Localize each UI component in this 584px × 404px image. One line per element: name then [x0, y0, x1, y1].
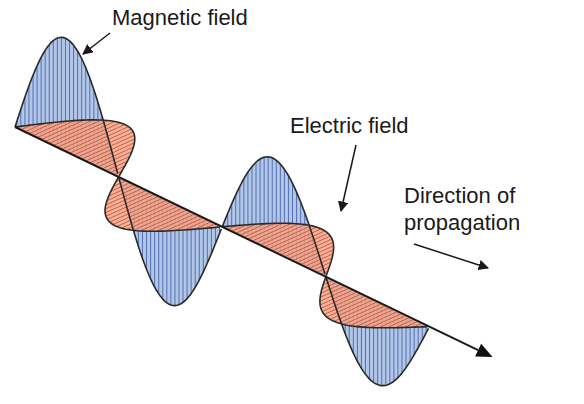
- lobe-outline: [222, 157, 325, 274]
- lobe-outline: [222, 223, 333, 275]
- hatch-line: [301, 250, 334, 265]
- hatch-line: [157, 214, 196, 231]
- axis-arrowhead: [475, 344, 492, 357]
- electric-lobe: [105, 177, 220, 231]
- hatch-line: [356, 309, 394, 326]
- lobe-outline: [320, 277, 428, 328]
- field-label: Magnetic field: [112, 4, 352, 31]
- lobe-outline: [15, 37, 118, 173]
- hatch-line: [256, 224, 299, 243]
- magnetic-wave: [15, 37, 429, 385]
- hatch-line: [371, 313, 402, 327]
- hatch-line: [57, 121, 114, 147]
- magnetic-hatching: [17, 37, 427, 385]
- hatch-line: [74, 129, 132, 155]
- hatch-line: [344, 306, 386, 325]
- hatch-line: [324, 296, 365, 315]
- hatch-line: [148, 212, 191, 231]
- hatch-line: [379, 315, 406, 327]
- hatch-line: [113, 200, 167, 224]
- hatch-line: [127, 206, 179, 229]
- field-label: Electric field: [290, 112, 465, 139]
- hatch-line: [252, 223, 291, 241]
- lobe-outline: [105, 177, 220, 231]
- hatch-line: [293, 242, 334, 260]
- hatch-line: [53, 121, 108, 146]
- hatch-line: [107, 196, 158, 219]
- hatch-line: [334, 302, 378, 322]
- hatch-line: [320, 288, 349, 301]
- hatch-line: [110, 198, 163, 222]
- hatch-line: [49, 120, 101, 143]
- leader-line: [414, 244, 488, 268]
- field-label: Direction of propagation: [404, 182, 578, 236]
- propagation-axis: [15, 127, 493, 357]
- leader-line: [83, 33, 110, 54]
- hatch-line: [288, 239, 332, 259]
- hatch-line: [78, 132, 134, 157]
- hatch-line: [322, 294, 361, 312]
- axis-line: [15, 127, 478, 350]
- hatch-line: [350, 308, 390, 326]
- hatch-line: [395, 319, 414, 327]
- electric-lobe: [320, 277, 428, 328]
- hatch-line: [117, 202, 171, 226]
- hatch-line: [339, 304, 382, 323]
- hatch-line: [320, 290, 353, 305]
- lobe-outline: [15, 120, 135, 176]
- wave-outlines: [15, 37, 429, 385]
- leader-line: [341, 145, 356, 211]
- lobe-outline: [119, 177, 222, 306]
- lobe-outline: [326, 277, 429, 386]
